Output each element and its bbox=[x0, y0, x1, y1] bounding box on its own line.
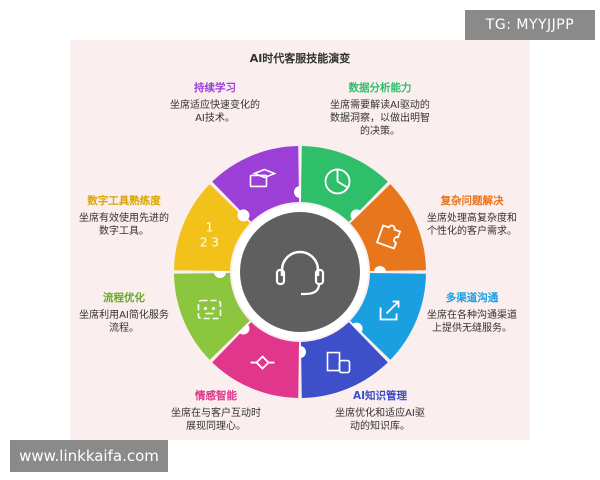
title-omnichannel: 多渠道沟通 bbox=[445, 292, 499, 304]
label-complex-problem: 复杂问题解决 坐席处理高复杂度和个性化的客户需求。 bbox=[424, 195, 520, 238]
label-digital-tools: 数字工具熟练度 坐席有效使用先进的数字工具。 bbox=[76, 195, 172, 238]
digits-top: 1 bbox=[206, 220, 214, 234]
handshake-icon bbox=[250, 355, 275, 370]
desc-complex-problem: 坐席处理高复杂度和个性化的客户需求。 bbox=[427, 213, 517, 237]
segment-digital-tools bbox=[174, 184, 250, 272]
segment-continuous-learning bbox=[212, 146, 300, 222]
segment-data-analysis bbox=[300, 146, 388, 222]
knowledge-icon bbox=[326, 351, 351, 374]
desc-data-analysis: 坐席需要解读AI驱动的数据洞察，以做出明智的决策。 bbox=[330, 100, 430, 137]
segment-emotional-intelligence bbox=[212, 322, 300, 398]
label-continuous-learning: 持续学习 坐席适应快速变化的AI技术。 bbox=[160, 82, 270, 125]
share-icon bbox=[379, 300, 400, 321]
graduation-icon bbox=[249, 168, 277, 188]
title-continuous-learning: 持续学习 bbox=[194, 82, 236, 94]
desc-process-optimization: 坐席利用AI简化服务流程。 bbox=[79, 310, 169, 334]
desc-emotional-intelligence: 坐席在与客户互动时展现同理心。 bbox=[171, 408, 261, 432]
numbers-icon: 12 3 bbox=[200, 220, 219, 249]
title-process-optimization: 流程优化 bbox=[103, 292, 145, 304]
label-process-optimization: 流程优化 坐席利用AI简化服务流程。 bbox=[76, 292, 172, 335]
title-digital-tools: 数字工具熟练度 bbox=[87, 195, 161, 207]
desc-ai-knowledge: 坐席优化和适应AI驱动的知识库。 bbox=[335, 408, 425, 432]
puzzle-icon bbox=[375, 224, 402, 250]
digits-bottom: 2 3 bbox=[200, 235, 219, 249]
segment-process-optimization bbox=[174, 272, 250, 360]
desc-continuous-learning: 坐席适应快速变化的AI技术。 bbox=[170, 100, 260, 124]
segment-omnichannel bbox=[350, 272, 426, 360]
robot-icon bbox=[197, 299, 222, 320]
center-circle bbox=[240, 212, 360, 332]
title-ai-knowledge: AI知识管理 bbox=[352, 390, 408, 402]
label-omnichannel: 多渠道沟通 坐席在各种沟通渠道上提供无缝服务。 bbox=[424, 292, 520, 335]
desc-digital-tools: 坐席有效使用先进的数字工具。 bbox=[79, 213, 169, 237]
notch-digital-tools bbox=[237, 209, 250, 222]
pie-chart-icon bbox=[324, 168, 351, 195]
label-emotional-intelligence: 情感智能 坐席在与客户互动时展现同理心。 bbox=[168, 390, 264, 433]
title-data-analysis: 数据分析能力 bbox=[348, 82, 412, 94]
diagram-title: AI时代客服技能演变 bbox=[249, 52, 351, 65]
title-emotional-intelligence: 情感智能 bbox=[195, 390, 237, 402]
telegram-watermark: TG: MYYJJPP bbox=[465, 10, 595, 40]
headset-icon bbox=[275, 250, 325, 296]
label-ai-knowledge: AI知识管理 坐席优化和适应AI驱动的知识库。 bbox=[332, 390, 428, 433]
site-watermark: www.linkkaifa.com bbox=[10, 440, 168, 472]
label-data-analysis: 数据分析能力 坐席需要解读AI驱动的数据洞察，以做出明智的决策。 bbox=[330, 82, 430, 138]
title-complex-problem: 复杂问题解决 bbox=[440, 195, 504, 207]
desc-omnichannel: 坐席在各种沟通渠道上提供无缝服务。 bbox=[427, 310, 517, 334]
